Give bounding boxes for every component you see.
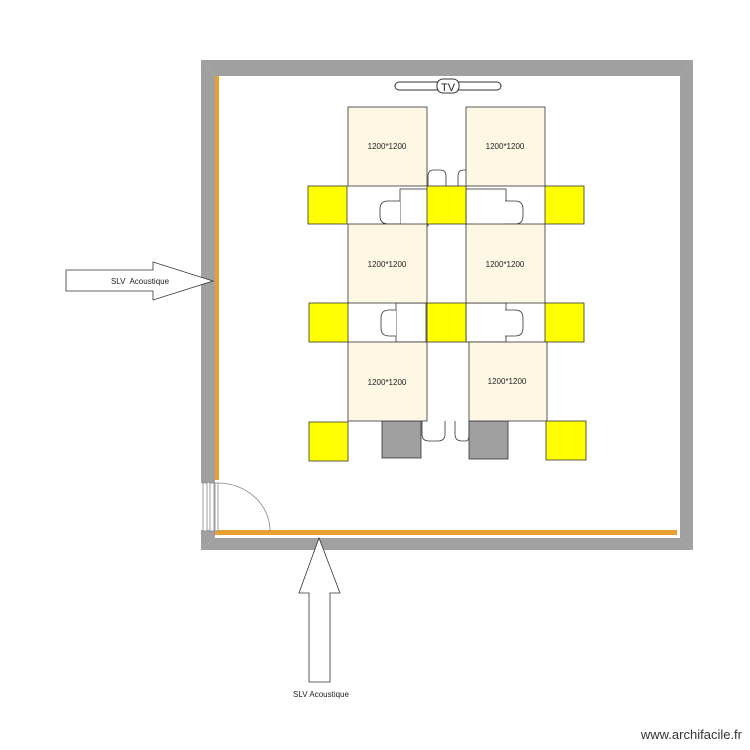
table: 1200*1200	[468, 341, 548, 422]
chair	[395, 302, 427, 343]
acoustic-panel	[426, 185, 467, 225]
chair	[505, 200, 524, 225]
table: 1200*1200	[347, 223, 428, 304]
grey-panel	[468, 420, 509, 460]
acoustic-strip-bottom	[215, 530, 677, 535]
door[interactable]	[202, 482, 271, 532]
tables: 1200*1200 1200*1200 1200*1200 1200*1200 …	[347, 106, 548, 422]
wall-right	[680, 60, 693, 550]
chair	[465, 302, 507, 343]
acoustic-panels	[307, 185, 587, 462]
chair	[399, 188, 429, 227]
acoustic-panel	[544, 302, 585, 343]
acoustic-panel	[308, 302, 349, 343]
table: 1200*1200	[347, 106, 428, 187]
tv-unit: TV	[394, 78, 502, 94]
arrow-left-label: SLV Acoustique	[111, 277, 170, 286]
grey-panels	[381, 420, 509, 460]
arrow-left: SLV Acoustique	[65, 261, 215, 301]
acoustic-panel	[544, 185, 585, 225]
wall-left-upper	[201, 60, 215, 483]
wall-left-lower	[201, 530, 215, 550]
table: 1200*1200	[465, 223, 546, 304]
table-label: 1200*1200	[486, 142, 525, 151]
acoustic-panel	[308, 421, 349, 462]
table-label: 1200*1200	[368, 378, 407, 387]
table-label: 1200*1200	[488, 377, 527, 386]
chair	[379, 200, 400, 225]
table-label: 1200*1200	[368, 142, 407, 151]
table: 1200*1200	[465, 106, 546, 187]
table-label: 1200*1200	[368, 260, 407, 269]
table: 1200*1200	[347, 341, 428, 422]
door-swing-arc	[217, 482, 271, 532]
arrow-bottom-label: SLV Acoustique	[293, 690, 349, 699]
acoustic-panel	[545, 420, 587, 461]
chair	[465, 188, 507, 227]
arrow-bottom: SLV Acoustique	[293, 536, 349, 699]
grey-panel	[381, 420, 422, 459]
watermark-text: www.archifacile.fr	[640, 727, 742, 742]
tv-label: TV	[441, 82, 456, 94]
chair	[380, 309, 396, 337]
acoustic-panel	[426, 302, 467, 343]
chair	[427, 169, 447, 186]
chair	[505, 309, 524, 337]
wall-bottom	[201, 538, 693, 550]
chair	[454, 421, 470, 442]
chair	[421, 421, 446, 442]
acoustic-strip-left	[215, 76, 219, 480]
room-walls	[201, 60, 693, 550]
door-leaf	[214, 482, 219, 532]
acoustic-panel	[307, 185, 348, 225]
table-label: 1200*1200	[486, 260, 525, 269]
wall-top	[201, 60, 693, 76]
